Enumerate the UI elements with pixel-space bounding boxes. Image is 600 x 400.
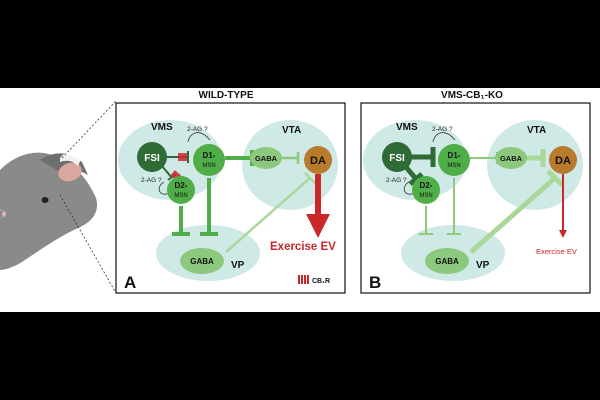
node-d2-msn — [412, 176, 440, 204]
node-d1-msn — [193, 144, 225, 176]
node-gaba-vta — [250, 147, 282, 169]
svg-text:GABA: GABA — [190, 257, 214, 266]
two-ag-top-arrow — [187, 132, 211, 143]
annotation-2ag-top: 2-AG ? — [432, 126, 453, 133]
node-fsi — [137, 142, 167, 172]
label-vms: VMS — [396, 122, 418, 133]
svg-text:FSI: FSI — [389, 153, 405, 164]
svg-text:MSN: MSN — [202, 163, 215, 169]
zoom-line-bottom — [59, 194, 117, 294]
panel-b-title: VMS-CB₁-KO — [441, 90, 503, 101]
svg-text:FSI: FSI — [144, 153, 160, 164]
svg-text:GABA: GABA — [435, 257, 459, 266]
panel-letter: A — [124, 273, 136, 292]
node-gaba-vp — [425, 248, 469, 274]
region-vms — [363, 120, 467, 200]
svg-text:DA: DA — [555, 155, 571, 167]
two-ag-left-arrow — [403, 181, 416, 195]
cb1r-marker-fsi-d1 — [178, 153, 187, 161]
label-vp: VP — [476, 260, 490, 271]
svg-text:D2-: D2- — [175, 181, 188, 190]
label-vta: VTA — [527, 125, 546, 136]
panel-vms-cb1-ko: VMS-CB₁-KO VMS VTA VP FSI D1- MSN — [360, 90, 591, 294]
gaba-vp-to-da — [225, 177, 311, 253]
panel-a-title: WILD-TYPE — [199, 90, 254, 101]
label-vms: VMS — [151, 122, 173, 133]
panel-wild-type: WILD-TYPE VMS VTA VP FSI D1- — [115, 90, 346, 294]
svg-text:GABA: GABA — [255, 154, 278, 163]
svg-text:D1-: D1- — [203, 151, 216, 160]
node-d1-msn — [438, 144, 470, 176]
svg-text:GABA: GABA — [500, 154, 523, 163]
node-d2-msn — [167, 176, 195, 204]
svg-text:MSN: MSN — [419, 193, 432, 199]
label-vta: VTA — [282, 125, 301, 136]
annotation-2ag-left: 2-AG ? — [386, 177, 407, 184]
node-gaba-vp — [180, 248, 224, 274]
node-fsi — [382, 142, 412, 172]
svg-text:MSN: MSN — [447, 163, 460, 169]
two-ag-top-arrow — [432, 132, 456, 143]
svg-text:DA: DA — [310, 155, 326, 167]
svg-text:D2-: D2- — [420, 181, 433, 190]
mouse-head-illustration — [0, 151, 98, 270]
zoom-line-top — [61, 100, 117, 159]
panel-letter: B — [369, 273, 381, 292]
label-vp: VP — [231, 260, 245, 271]
svg-text:D1-: D1- — [448, 151, 461, 160]
gaba-vp-to-da — [469, 176, 557, 254]
annotation-2ag-left: 2-AG ? — [141, 177, 162, 184]
node-da — [304, 146, 332, 174]
node-gaba-vta — [495, 147, 527, 169]
fsi-to-d2 — [161, 165, 173, 179]
annotation-2ag-top: 2-AG ? — [187, 126, 208, 133]
two-ag-left-arrow — [158, 181, 171, 195]
effect-label: Exercise EV — [270, 241, 336, 253]
node-da — [549, 146, 577, 174]
svg-text:MSN: MSN — [174, 193, 187, 199]
effect-label: Exercise EV — [536, 247, 577, 256]
cb1r-legend-label: CB₁R — [312, 278, 330, 285]
region-vms — [118, 120, 222, 200]
region-vta — [487, 120, 583, 210]
cb1r-legend-icon — [298, 275, 309, 284]
region-vta — [242, 120, 338, 210]
